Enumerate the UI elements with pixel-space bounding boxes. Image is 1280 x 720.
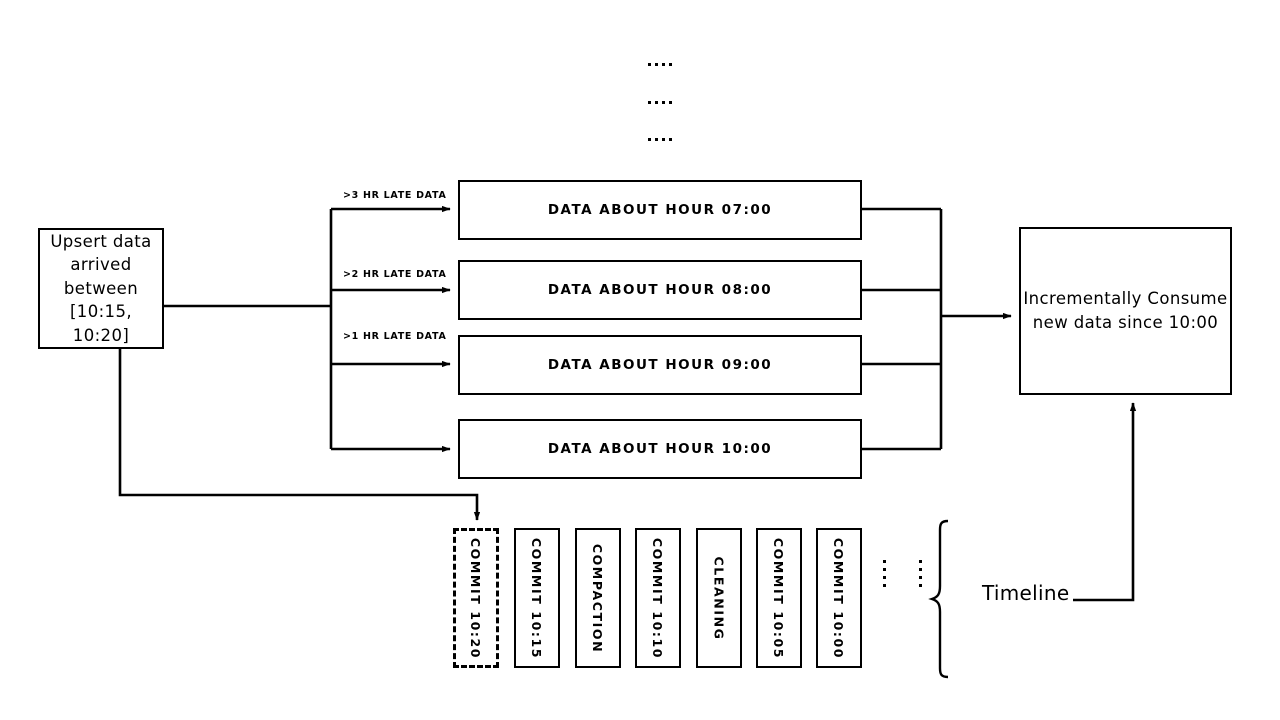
hour-partition-label: DATA ABOUT HOUR 08:00 [547,282,773,298]
consume-line-1: Incrementally Consume [1023,289,1228,309]
incremental-consume-label: Incrementally Consume new data since 10:… [1023,287,1227,335]
timeline-commit-label: COMMIT 10:05 [771,537,787,659]
timeline-brace [928,519,949,679]
timeline-label: Timeline [982,581,1070,605]
hour-partition-label: DATA ABOUT HOUR 09:00 [547,357,773,373]
timeline-commit-label: COMMIT 10:00 [831,537,847,659]
hour-partition-box: DATA ABOUT HOUR 09:00 [458,335,862,395]
timeline-commit-label: COMMIT 10:15 [529,537,545,659]
upsert-line-3: [10:15, 10:20] [69,302,133,345]
timeline-compaction-box: COMPACTION [575,528,621,668]
upsert-source-label: Upsert data arrived between [10:15, 10:2… [40,230,162,347]
hour-partition-label: DATA ABOUT HOUR 10:00 [547,441,773,457]
timeline-commit-box: COMMIT 10:05 [756,528,802,668]
hour-partition-box: DATA ABOUT HOUR 10:00 [458,419,862,479]
upsert-line-1: Upsert data [50,231,152,251]
timeline-commit-label: COMMIT 10:20 [468,537,484,659]
timeline-cleaning-box: CLEANING [696,528,742,668]
timeline-commit-label: CLEANING [711,556,727,640]
timeline-ellipsis-icon [913,560,927,640]
timeline-commit-box: COMMIT 10:00 [816,528,862,668]
edge-upsert-to-commit [118,349,481,521]
timeline-ellipsis-icon [877,560,891,640]
top-ellipsis-row [648,101,672,104]
edge-timeline-to-consume [1073,402,1137,602]
top-ellipsis-row [648,63,672,66]
timeline-commit-label: COMPACTION [590,543,606,653]
hour-partition-label: DATA ABOUT HOUR 07:00 [547,202,773,218]
timeline-commit-label: COMMIT 10:10 [650,537,666,659]
upsert-source-box: Upsert data arrived between [10:15, 10:2… [38,228,164,349]
incremental-consume-box: Incrementally Consume new data since 10:… [1019,227,1232,395]
edge-label-2hr-late: >2 HR LATE DATA [343,269,447,280]
upsert-line-2: arrived between [63,255,139,298]
timeline-commit-box: COMMIT 10:15 [514,528,560,668]
edge-label-1hr-late: >1 HR LATE DATA [343,331,447,342]
hour-partition-box: DATA ABOUT HOUR 07:00 [458,180,862,240]
top-ellipsis-row [648,138,672,141]
consume-line-2: new data since 10:00 [1032,313,1219,332]
timeline-commit-box-pending: COMMIT 10:20 [453,528,499,668]
timeline-commit-box: COMMIT 10:10 [635,528,681,668]
hour-partition-box: DATA ABOUT HOUR 08:00 [458,260,862,320]
edge-label-3hr-late: >3 HR LATE DATA [343,190,447,201]
